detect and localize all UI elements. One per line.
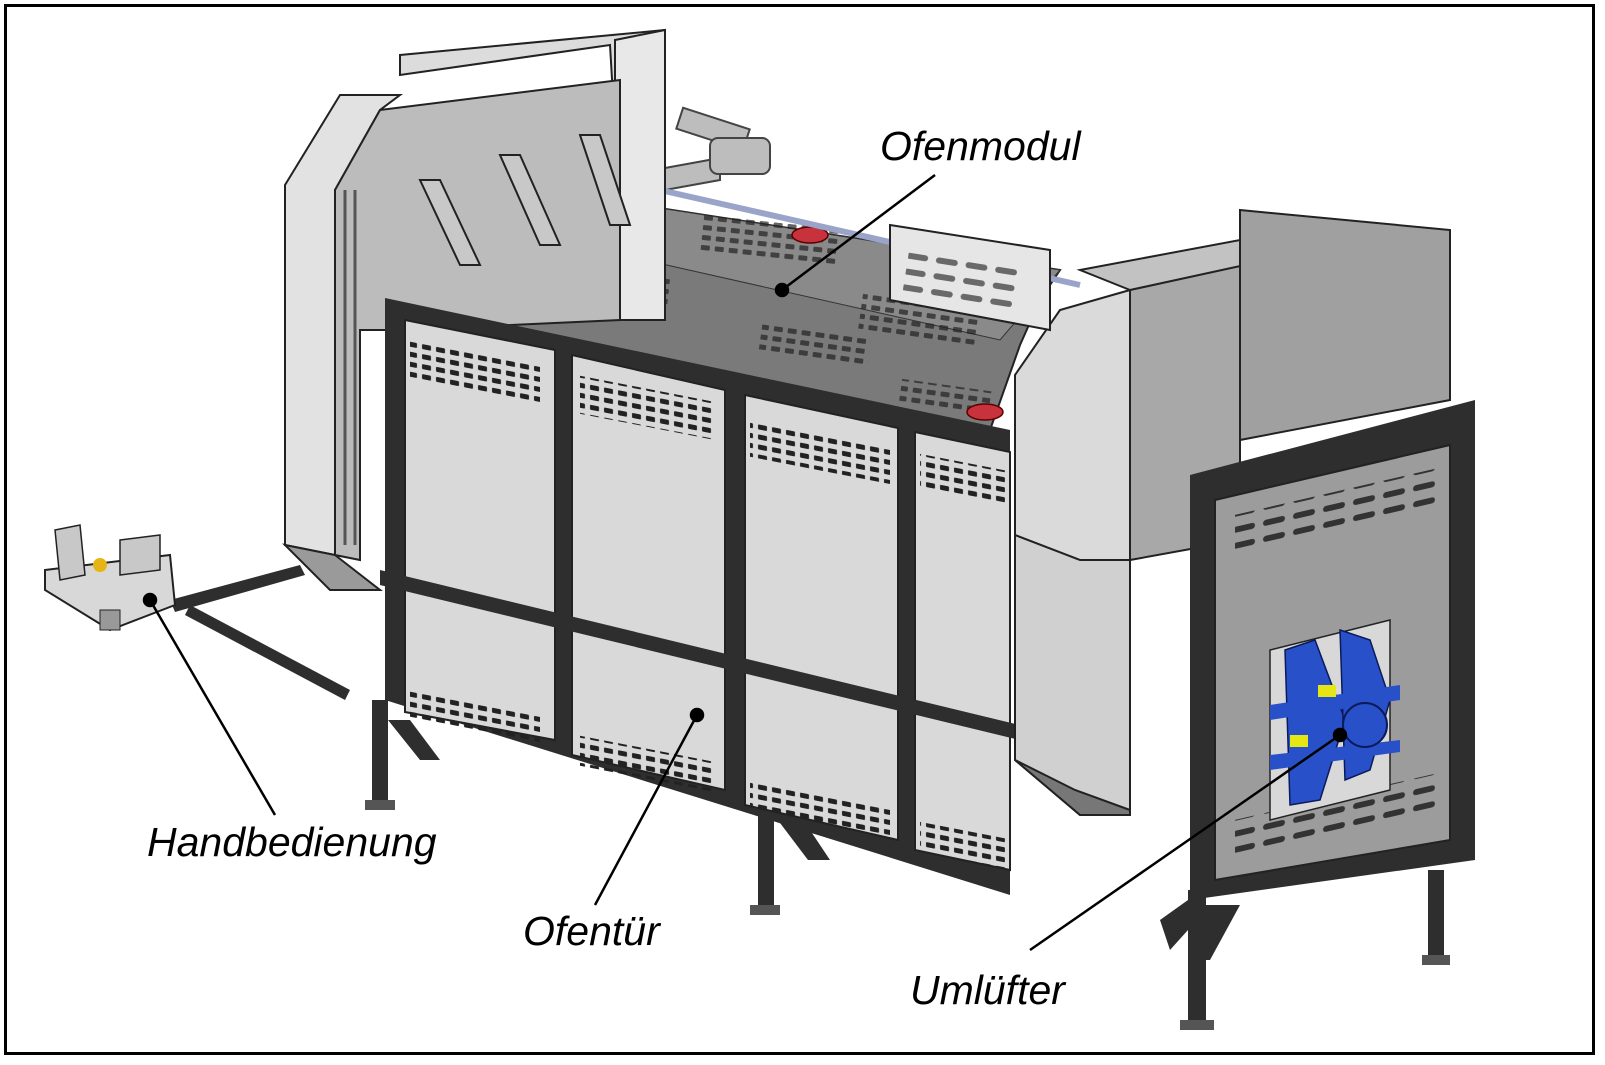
label-handbedienung: Handbedienung	[147, 819, 437, 865]
label-ofenmodul: Ofenmodul	[880, 123, 1081, 169]
top-control-box	[889, 223, 1051, 332]
label-ofentuer: Ofentür	[523, 908, 660, 954]
circulation-fan-icon	[1270, 628, 1400, 806]
support-legs	[365, 700, 1450, 1030]
front-frame	[380, 298, 1040, 895]
side-panel	[1190, 400, 1475, 900]
hand-control-unit	[44, 524, 350, 700]
label-umluefter: Umlüfter	[910, 967, 1065, 1013]
callout-leaders	[142, 174, 1348, 952]
image-border	[4, 4, 1595, 1055]
